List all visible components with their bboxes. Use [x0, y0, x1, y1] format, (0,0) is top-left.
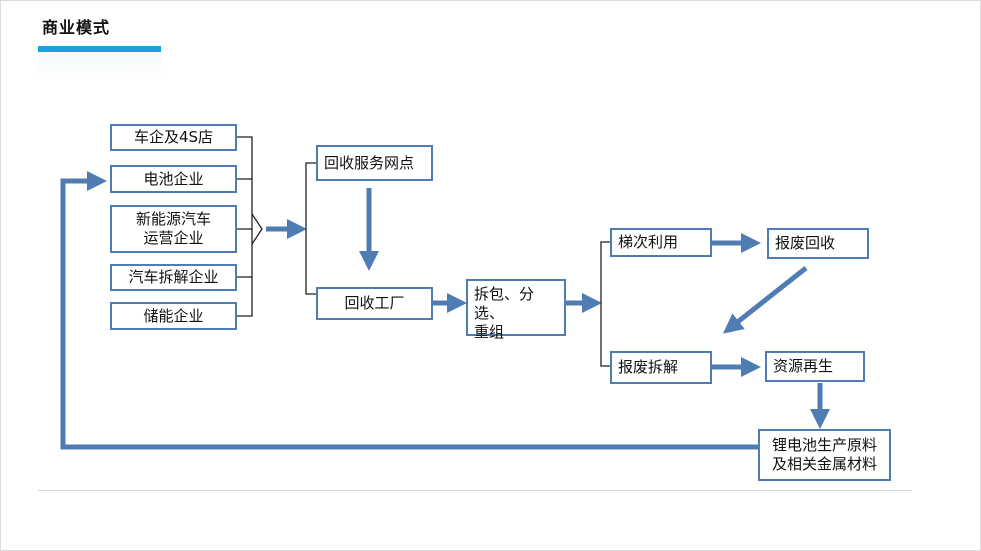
- node-dismantlers: 汽车拆解企业: [110, 264, 237, 291]
- node-raw-materials: 锂电池生产原料 及相关金属材料: [758, 429, 891, 481]
- node-battery-companies: 电池企业: [110, 165, 237, 193]
- arrow-feedback-loop: [60, 171, 758, 450]
- split-bracket: [600, 241, 611, 367]
- node-scrap-recycle: 报废回收: [767, 228, 869, 259]
- bottom-divider: [38, 490, 912, 491]
- node-car-dealers: 车企及4S店: [110, 124, 237, 151]
- title-underline-shadow: [38, 54, 161, 76]
- node-nev-operators: 新能源汽车 运营企业: [110, 205, 237, 253]
- node-recycling-outlet: 回收服务网点: [316, 145, 433, 181]
- node-energy-storage: 储能企业: [110, 302, 237, 330]
- node-cascade-use: 梯次利用: [610, 228, 712, 257]
- arrow-scrap-recycle-to-dismantle: [722, 266, 808, 334]
- title-underline: [38, 46, 161, 52]
- node-dismantle-sort: 拆包、分选、 重组: [466, 279, 566, 341]
- node-resource-regen: 资源再生: [765, 351, 865, 382]
- sources-bracket-ticks: [237, 178, 252, 278]
- page-title: 商业模式: [42, 18, 111, 37]
- sources-bracket: [237, 136, 253, 317]
- outlets-bracket: [305, 162, 317, 295]
- sources-bracket-merge: [251, 213, 263, 245]
- node-scrap-dismantle: 报废拆解: [610, 351, 712, 384]
- node-recycling-plant: 回收工厂: [316, 287, 433, 320]
